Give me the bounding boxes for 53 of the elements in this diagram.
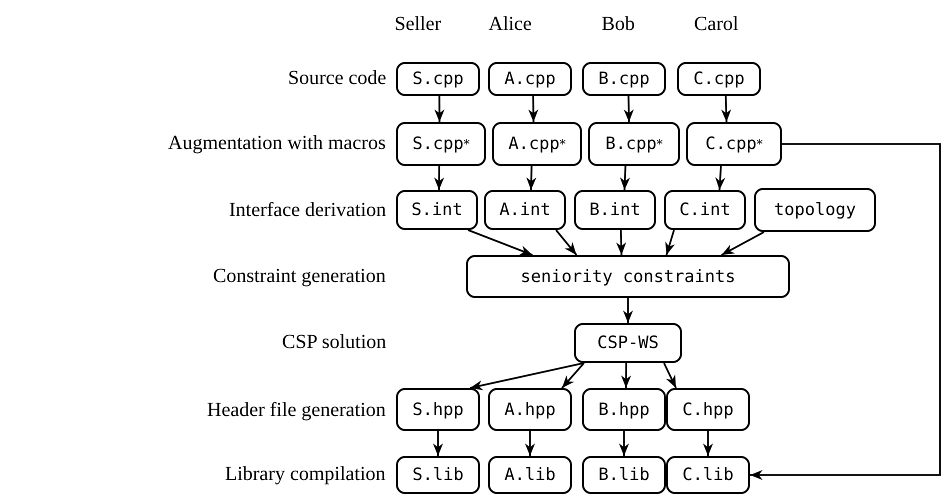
arrow — [622, 298, 634, 323]
file-box: A.cpp — [488, 62, 572, 96]
arrow — [620, 166, 630, 190]
arrow — [468, 229, 533, 256]
arrow — [624, 96, 634, 122]
file-box: S.lib — [396, 456, 480, 494]
arrow — [721, 96, 732, 122]
arrow — [470, 362, 584, 390]
file-box: B.hpp — [582, 388, 666, 431]
file-box: A.hpp — [488, 388, 572, 431]
row-label: CSP solution — [282, 332, 386, 352]
file-box: B.int — [574, 190, 656, 230]
column-header: Bob — [602, 14, 635, 34]
arrow — [621, 363, 632, 388]
arrow — [750, 143, 941, 480]
arrow — [434, 96, 444, 122]
file-box: CSP-WS — [574, 323, 682, 363]
row-label: Constraint generation — [213, 266, 386, 286]
file-box: B.lib — [582, 456, 666, 494]
column-header: Alice — [488, 14, 532, 34]
row-label: Header file generation — [207, 400, 386, 420]
column-header: Carol — [694, 14, 738, 34]
file-box: C.int — [664, 190, 746, 230]
file-box: seniority constraints — [466, 255, 790, 298]
arrow — [434, 166, 444, 190]
file-box: B.cpp — [582, 62, 666, 96]
row-label: Source code — [288, 68, 386, 88]
file-box: S.int — [396, 190, 478, 230]
arrow — [616, 230, 626, 256]
arrow — [528, 96, 538, 122]
arrow — [526, 166, 536, 190]
file-box: C.hpp — [666, 388, 750, 431]
arrow — [663, 362, 677, 388]
arrow — [524, 431, 536, 456]
column-header: Seller — [394, 14, 442, 34]
file-box: C.lib — [666, 456, 750, 494]
arrow — [721, 231, 764, 256]
file-box: A.int — [484, 190, 566, 230]
file-box: topology — [754, 188, 876, 232]
arrow — [665, 230, 675, 256]
arrow — [561, 362, 585, 389]
arrow — [618, 431, 630, 456]
row-label: Interface derivation — [229, 200, 386, 220]
file-box: S.cpp — [396, 62, 480, 96]
arrow — [715, 166, 726, 190]
file-box: A.lib — [488, 456, 572, 494]
row-label: Library compilation — [225, 464, 386, 484]
file-box: S.hpp — [396, 388, 480, 431]
arrow — [432, 431, 444, 456]
arrow — [555, 229, 578, 256]
file-box: C.cpp — [677, 62, 761, 96]
arrow — [702, 431, 714, 456]
row-label: Augmentation with macros — [168, 133, 386, 153]
